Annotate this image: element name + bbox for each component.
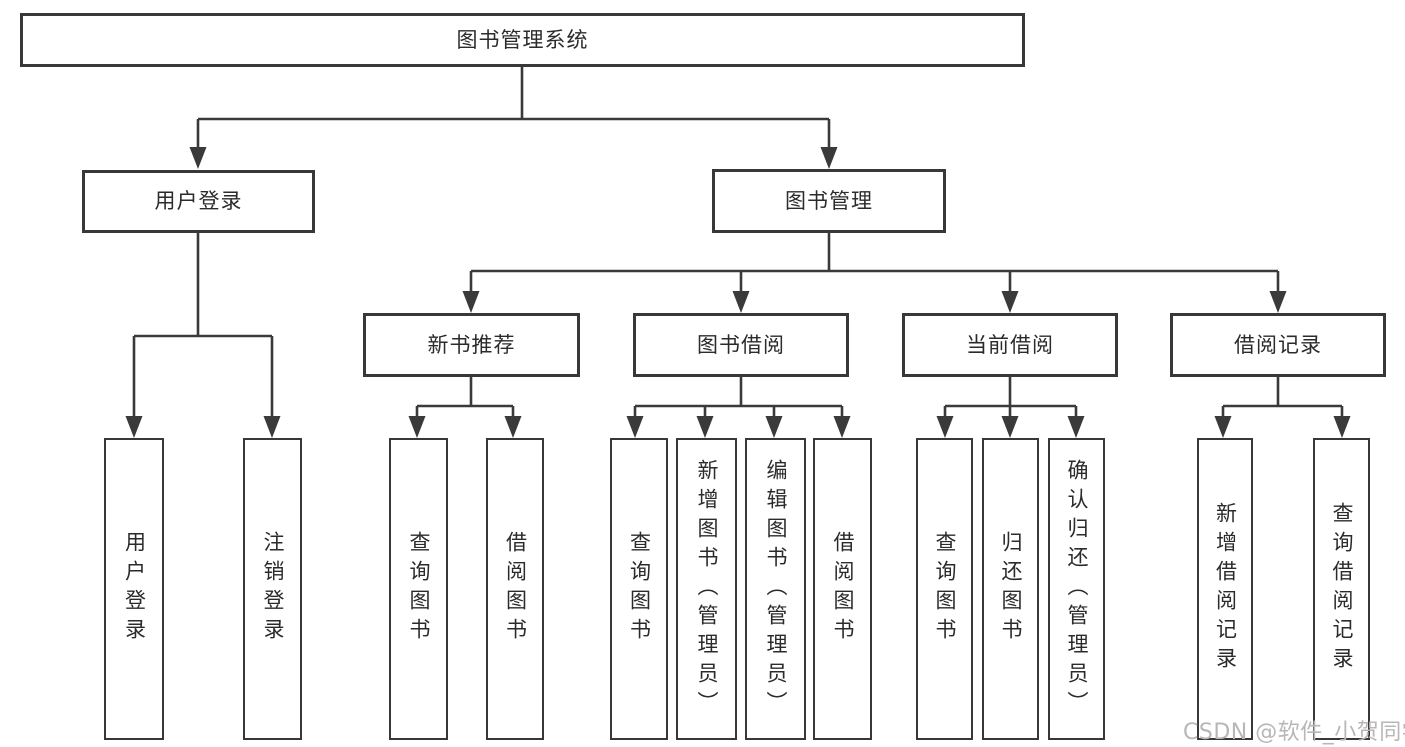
node-book-management: 图书管理 bbox=[712, 169, 946, 233]
leaf-borrow-books-recommend-label: 借阅图书 bbox=[503, 531, 528, 647]
node-user-login-label: 用户登录 bbox=[154, 189, 243, 213]
leaf-return-books-label: 归还图书 bbox=[999, 531, 1023, 647]
leaf-query-books-borrowing: 查询图书 bbox=[610, 438, 668, 740]
leaf-add-borrow-record: 新增借阅记录 bbox=[1197, 438, 1253, 740]
leaf-query-books-recommend-label: 查询图书 bbox=[407, 531, 431, 647]
node-book-borrowing: 图书借阅 bbox=[633, 313, 849, 377]
leaf-query-books-recommend: 查询图书 bbox=[389, 438, 448, 740]
node-root-label: 图书管理系统 bbox=[456, 27, 589, 52]
leaf-query-books-current-label: 查询图书 bbox=[933, 531, 957, 647]
leaf-logout-label: 注销登录 bbox=[261, 531, 285, 647]
node-current-borrowing: 当前借阅 bbox=[902, 313, 1118, 377]
leaf-edit-books-admin-label: 编辑图书（管理员） bbox=[764, 458, 788, 720]
node-book-management-label: 图书管理 bbox=[785, 188, 873, 213]
leaf-add-borrow-record-label: 新增借阅记录 bbox=[1213, 502, 1238, 676]
node-current-borrowing-label: 当前借阅 bbox=[966, 332, 1054, 357]
leaf-query-books-current: 查询图书 bbox=[916, 438, 973, 740]
leaf-borrow-books-label: 借阅图书 bbox=[831, 531, 855, 647]
leaf-query-borrow-record: 查询借阅记录 bbox=[1313, 438, 1370, 740]
leaf-borrow-books-recommend: 借阅图书 bbox=[486, 438, 544, 740]
node-user-login: 用户登录 bbox=[82, 170, 315, 233]
leaf-query-borrow-record-label: 查询借阅记录 bbox=[1330, 502, 1354, 676]
leaf-query-books-borrowing-label: 查询图书 bbox=[627, 531, 652, 647]
node-root-system: 图书管理系统 bbox=[20, 13, 1025, 67]
node-borrowing-records-label: 借阅记录 bbox=[1234, 332, 1322, 357]
connector-paths bbox=[132, 66, 1344, 419]
leaf-return-books: 归还图书 bbox=[982, 438, 1039, 740]
leaf-confirm-return-admin-label: 确认归还（管理员） bbox=[1065, 458, 1089, 720]
leaf-user-login: 用户登录 bbox=[104, 438, 164, 740]
node-borrowing-records: 借阅记录 bbox=[1170, 313, 1386, 377]
leaf-confirm-return-admin: 确认归还（管理员） bbox=[1048, 438, 1105, 740]
csdn-watermark: CSDN @软件_小贺同学 bbox=[1183, 720, 1405, 745]
leaf-borrow-books: 借阅图书 bbox=[813, 438, 872, 740]
arrowhead-icons bbox=[125, 147, 1351, 438]
leaf-logout: 注销登录 bbox=[243, 438, 302, 740]
leaf-add-books-admin: 新增图书（管理员） bbox=[676, 438, 737, 740]
leaf-user-login-label: 用户登录 bbox=[122, 531, 147, 647]
node-book-borrowing-label: 图书借阅 bbox=[697, 332, 785, 357]
node-new-book-recommendation-label: 新书推荐 bbox=[427, 332, 516, 357]
node-new-book-recommendation: 新书推荐 bbox=[363, 313, 580, 377]
leaf-edit-books-admin: 编辑图书（管理员） bbox=[745, 438, 806, 740]
leaf-add-books-admin-label: 新增图书（管理员） bbox=[695, 458, 719, 720]
